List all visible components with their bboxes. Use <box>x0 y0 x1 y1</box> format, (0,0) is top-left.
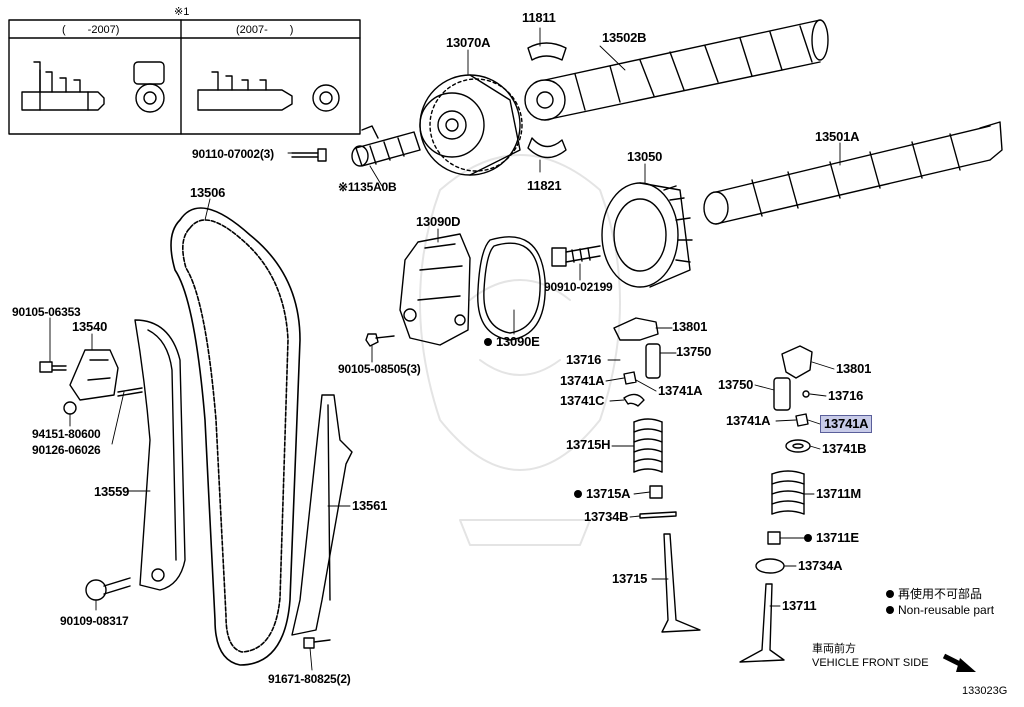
rocker-13801-right <box>781 345 813 379</box>
inset-note-symbol: ※1 <box>174 6 190 18</box>
gasket-13090E <box>477 236 546 341</box>
part-label-91671-80825[interactable]: 91671-80825(2) <box>268 672 351 686</box>
part-label-94151-80600[interactable]: 94151-80600 <box>32 427 101 441</box>
valve-13711 <box>739 583 785 663</box>
camshaft-13502B <box>524 19 829 121</box>
part-label-13801-left[interactable]: 13801 <box>672 319 708 334</box>
bearing-11821 <box>527 137 567 159</box>
bolt-91671 <box>303 637 331 649</box>
rocker-13801-left <box>613 317 659 341</box>
non-reusable-dot-icon <box>484 338 492 346</box>
part-label-13715[interactable]: 13715 <box>612 571 648 586</box>
direction-arrow-icon <box>942 653 976 672</box>
part-label-13502B[interactable]: 13502B <box>602 30 647 45</box>
part-label-90110-07002[interactable]: 90110-07002(3) <box>192 147 274 161</box>
timing-chain <box>170 207 301 666</box>
bearing-11811 <box>527 42 567 61</box>
part-label-13050[interactable]: 13050 <box>627 149 663 164</box>
non-reusable-dot-icon <box>574 490 582 498</box>
camshaft-13501A <box>703 121 1003 225</box>
part-label-13561[interactable]: 13561 <box>352 498 388 513</box>
seal-13715A <box>649 485 663 499</box>
retainer-13741B <box>785 439 811 453</box>
keeper-13741A-left <box>623 371 637 385</box>
chain-guide-13559 <box>134 319 186 591</box>
leader-lines <box>49 27 841 671</box>
part-label-13741A-left-1[interactable]: 13741A <box>560 373 605 388</box>
chain-guide-13561 <box>291 394 353 636</box>
legend-en-text: Non-reusable part <box>898 603 995 617</box>
part-label-13715H[interactable]: 13715H <box>566 437 611 452</box>
watermark <box>419 154 621 546</box>
lifter-13750-left <box>645 343 661 379</box>
non-reusable-dot-icon <box>804 534 812 542</box>
bolt-90910 <box>551 245 601 267</box>
sprocket-13050 <box>601 182 693 288</box>
ball-13716-right <box>802 390 810 398</box>
legend-non-reusable-jp: 再使用不可部品 <box>886 587 982 601</box>
legend-non-reusable-en: Non-reusable part <box>886 603 994 617</box>
part-label-13741C[interactable]: 13741C <box>560 393 605 408</box>
part-label-13734A[interactable]: 13734A <box>798 558 843 573</box>
inset-right-period: (2007- ) <box>236 24 294 36</box>
part-label-13090D[interactable]: 13090D <box>416 214 461 229</box>
seat-13734A <box>755 558 785 574</box>
part-label-11811[interactable]: 11811 <box>522 10 556 25</box>
direction-label-en: VEHICLE FRONT SIDE <box>812 657 929 669</box>
inset-left-period: ( -2007) <box>62 24 120 36</box>
direction-label-jp: 車両前方 <box>812 643 856 655</box>
valve-13715 <box>661 533 701 633</box>
part-label-90109-08317[interactable]: 90109-08317 <box>60 614 129 628</box>
part-label-13715A[interactable]: 13715A <box>574 487 631 501</box>
part-label-13540[interactable]: 13540 <box>72 319 108 334</box>
part-label-13501A[interactable]: 13501A <box>815 129 860 144</box>
oil-control-valve <box>351 125 421 167</box>
part-label-13711[interactable]: 13711 <box>782 598 817 613</box>
part-label-13750-right[interactable]: 13750 <box>718 377 754 392</box>
seat-13734B <box>639 511 677 519</box>
part-label-13070A[interactable]: 13070A <box>446 35 491 50</box>
part-label-13741A-highlighted[interactable]: 13741A <box>820 415 873 433</box>
spring-13711M <box>771 470 805 515</box>
part-label-90105-06353[interactable]: 90105-06353 <box>12 305 81 319</box>
part-label-13734B[interactable]: 13734B <box>584 509 629 524</box>
part-label-13716-left[interactable]: 13716 <box>566 352 602 367</box>
part-label-13750-left[interactable]: 13750 <box>676 344 712 359</box>
part-label-13711M[interactable]: 13711M <box>816 486 862 501</box>
part-label-13741A-right[interactable]: 13741A <box>726 413 771 428</box>
sprocket-13070A <box>419 74 523 176</box>
diagram-id: 133023G <box>962 685 1008 697</box>
part-label-11821[interactable]: 11821 <box>527 178 562 193</box>
washer-94151 <box>63 401 77 415</box>
inset-box <box>8 19 361 135</box>
part-label-13090E[interactable]: 13090E <box>484 335 540 349</box>
part-label-13711E[interactable]: 13711E <box>804 531 859 545</box>
part-label-90105-08505[interactable]: 90105-08505(3) <box>338 362 421 376</box>
spring-13715H <box>633 418 663 473</box>
bolt-90109 <box>85 577 131 601</box>
part-label-13741A-left-2[interactable]: 13741A <box>658 383 703 398</box>
legend-dot-icon <box>886 590 894 598</box>
tensioner-13540 <box>69 349 143 401</box>
part-label-13801-right[interactable]: 13801 <box>836 361 872 376</box>
legend-jp-text: 再使用不可部品 <box>898 587 983 601</box>
part-label-13559[interactable]: 13559 <box>94 484 130 499</box>
part-label-13506[interactable]: 13506 <box>190 185 226 200</box>
part-label-135A0B[interactable]: ※1135A0B <box>338 180 397 194</box>
part-label-90910-02199[interactable]: 90910-02199 <box>544 280 613 294</box>
bolt-90110 <box>291 148 327 162</box>
chain-cover-13090D <box>399 233 471 346</box>
lifter-13750-right <box>773 377 791 411</box>
bolt-90105-08505 <box>365 333 395 347</box>
legend-dot-icon <box>886 606 894 614</box>
keeper-13741A-right <box>795 413 809 427</box>
seal-13711E <box>767 531 781 545</box>
bolt-90105-06353 <box>39 361 67 373</box>
retainer-13741C <box>623 393 645 407</box>
part-label-13716-right[interactable]: 13716 <box>828 388 864 403</box>
part-label-90126-06026[interactable]: 90126-06026 <box>32 443 101 457</box>
part-label-13741B[interactable]: 13741B <box>822 441 867 456</box>
